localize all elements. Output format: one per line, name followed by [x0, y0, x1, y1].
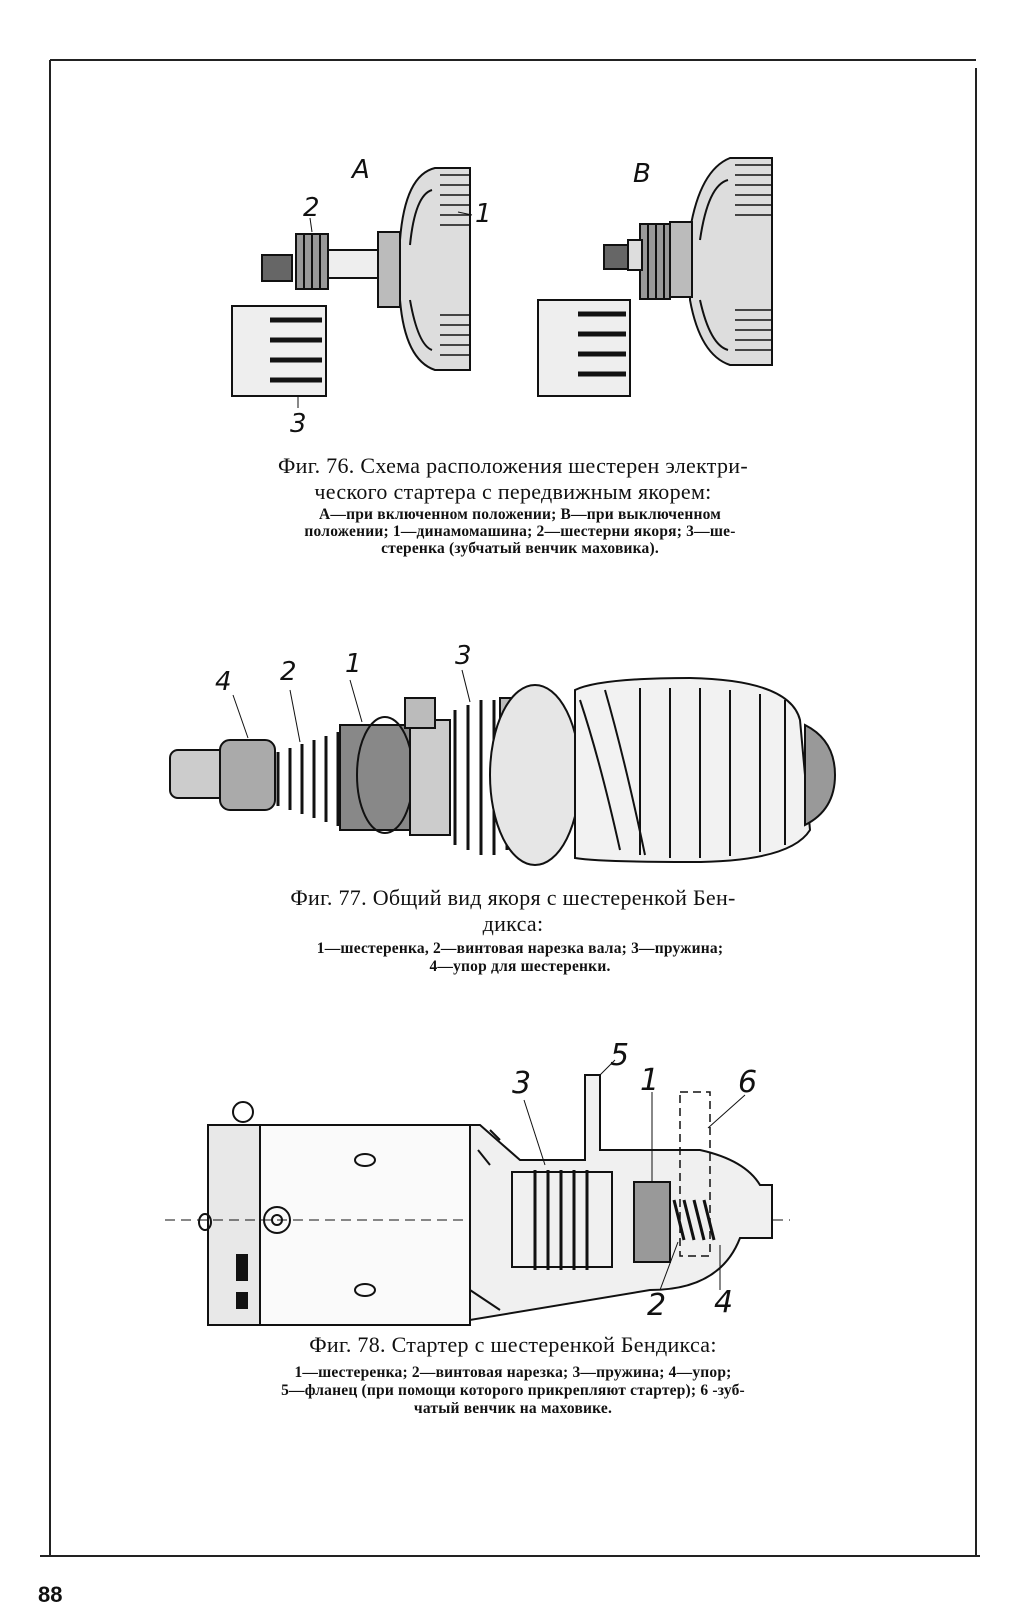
fig78-callout-6: 6 — [738, 1065, 757, 1100]
fig76-position-b-drawing — [537, 157, 773, 397]
frame-bottom-rule — [40, 1555, 980, 1557]
fig77-caption-title-line2: дикса: — [482, 911, 544, 936]
fig76-legend-line1: А—при включенном положении; В—при выключ… — [319, 506, 721, 523]
page-number: 88 — [38, 1582, 63, 1607]
fig77-legend-line2: 4—упор для шестеренки. — [429, 958, 611, 975]
fig76-legend-line2: положении; 1—динамомашина; 2—шестерни як… — [304, 523, 736, 540]
frame-top-rule — [50, 59, 976, 61]
fig78-callout-5: 5 — [610, 1038, 629, 1073]
fig76-callout-a: A — [350, 155, 370, 185]
figure-78: 5 3 1 6 2 4 Фиг. 78. Стартер с шестеренк… — [165, 1038, 790, 1417]
fig76-callout-2: 2 — [303, 193, 320, 223]
figure-77: 4 2 1 3 Фиг. 77. Общий вид якоря с шесте… — [169, 641, 837, 975]
fig77-caption-title-line1: Фиг. 77. Общий вид якоря с шестеренкой Б… — [290, 885, 736, 910]
fig78-callout-1: 1 — [640, 1063, 659, 1098]
fig78-caption-title-line1: Фиг. 78. Стартер с шестеренкой Бендикса: — [309, 1332, 717, 1357]
fig77-armature-drawing — [169, 669, 837, 866]
fig77-callout-1: 1 — [345, 649, 362, 679]
fig76-callout-b: B — [633, 159, 651, 189]
fig78-legend-line1: 1—шестеренка; 2—винтовая нарезка; 3—пруж… — [294, 1364, 732, 1381]
frame-left-rule — [49, 60, 51, 1557]
fig78-callout-4: 4 — [714, 1285, 733, 1320]
figure-77-illustration: 4 2 1 3 — [169, 641, 837, 866]
fig76-caption-title-line1: Фиг. 76. Схема расположения шестерен эле… — [277, 453, 748, 478]
fig77-legend-line1: 1—шестеренка, 2—винтовая нарезка вала; 3… — [316, 940, 724, 957]
fig78-callout-2: 2 — [647, 1288, 666, 1323]
fig77-callout-4: 4 — [215, 667, 232, 697]
fig76-legend-line3: стеренка (зубчатый венчик маховика). — [381, 540, 659, 557]
fig76-position-a-drawing — [231, 167, 473, 408]
fig78-legend-line3: чатый венчик на маховике. — [413, 1400, 613, 1417]
fig76-callout-1: 1 — [475, 199, 492, 229]
fig77-callout-3: 3 — [455, 641, 472, 671]
fig78-callout-3: 3 — [512, 1066, 531, 1101]
frame-right-rule — [975, 68, 977, 1557]
fig77-callout-2: 2 — [280, 657, 297, 687]
fig76-callout-3: 3 — [290, 409, 307, 439]
fig78-starter-drawing — [165, 1059, 790, 1326]
figure-78-illustration: 5 3 1 6 2 4 — [165, 1038, 790, 1326]
fig76-caption-title-line2: ческого стартера с передвижным якорем: — [314, 479, 712, 504]
figure-76: A 1 2 3 B — [0, 0, 1026, 600]
fig78-legend-line2: 5—фланец (при помощи которого прикрепляю… — [281, 1382, 745, 1399]
figure-76-illustration: A 1 2 3 B — [231, 155, 773, 439]
